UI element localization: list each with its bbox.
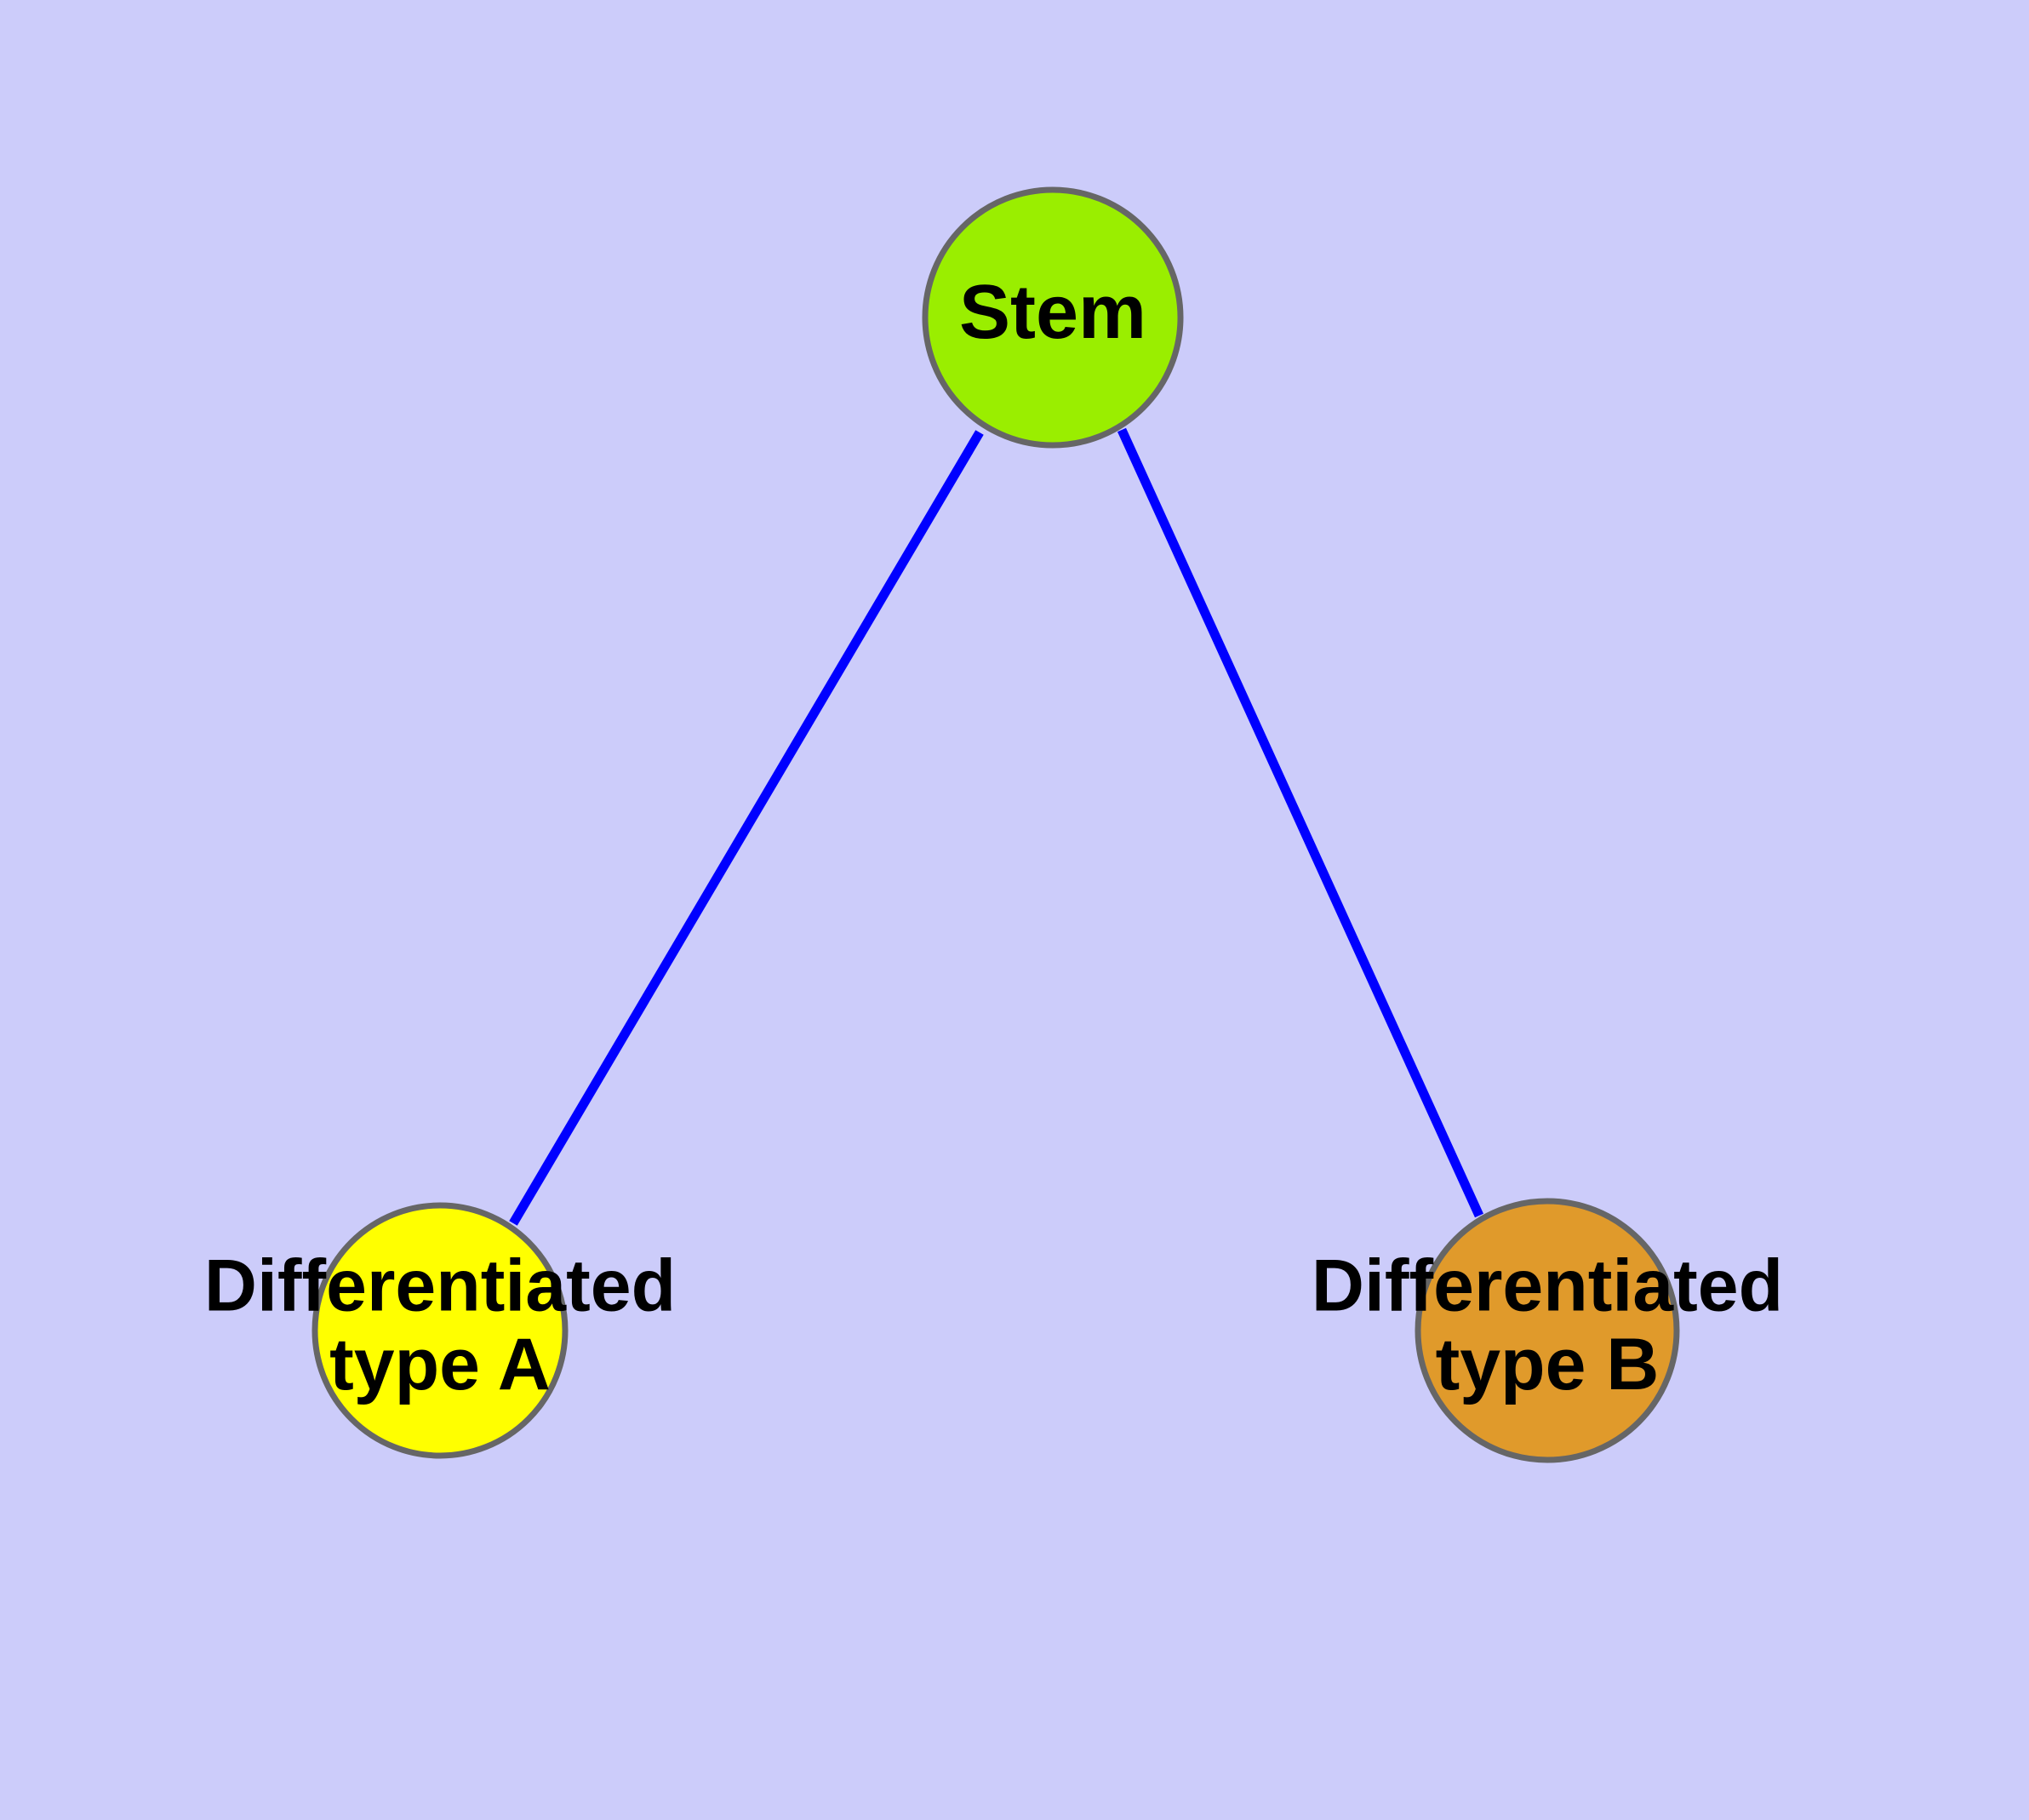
node-diff-a[interactable]: Differentiated type A xyxy=(204,1202,676,1459)
edge-layer xyxy=(509,427,1484,1226)
node-diff-a-circle[interactable] xyxy=(311,1202,569,1459)
node-diff-b[interactable]: Differentiated type B xyxy=(1312,1198,1783,1463)
node-diff-b-label-line1: Differentiated xyxy=(1312,1245,1783,1326)
node-diff-a-label-line1: Differentiated xyxy=(204,1245,676,1326)
node-diff-b-label-line2: type B xyxy=(1436,1324,1660,1405)
node-stem-circle[interactable] xyxy=(922,186,1184,449)
node-stem-label-line1: Stem xyxy=(959,270,1146,355)
node-diff-a-label-line2: type A xyxy=(329,1324,551,1405)
node-stem[interactable]: Stem xyxy=(922,186,1184,449)
node-diff-b-circle[interactable] xyxy=(1415,1198,1680,1463)
edge-stem-to-diff-a[interactable] xyxy=(509,430,984,1226)
edge-stem-to-diff-b[interactable] xyxy=(1117,427,1484,1218)
node-layer: Stem Differentiated type A Differentiate… xyxy=(204,186,1783,1463)
